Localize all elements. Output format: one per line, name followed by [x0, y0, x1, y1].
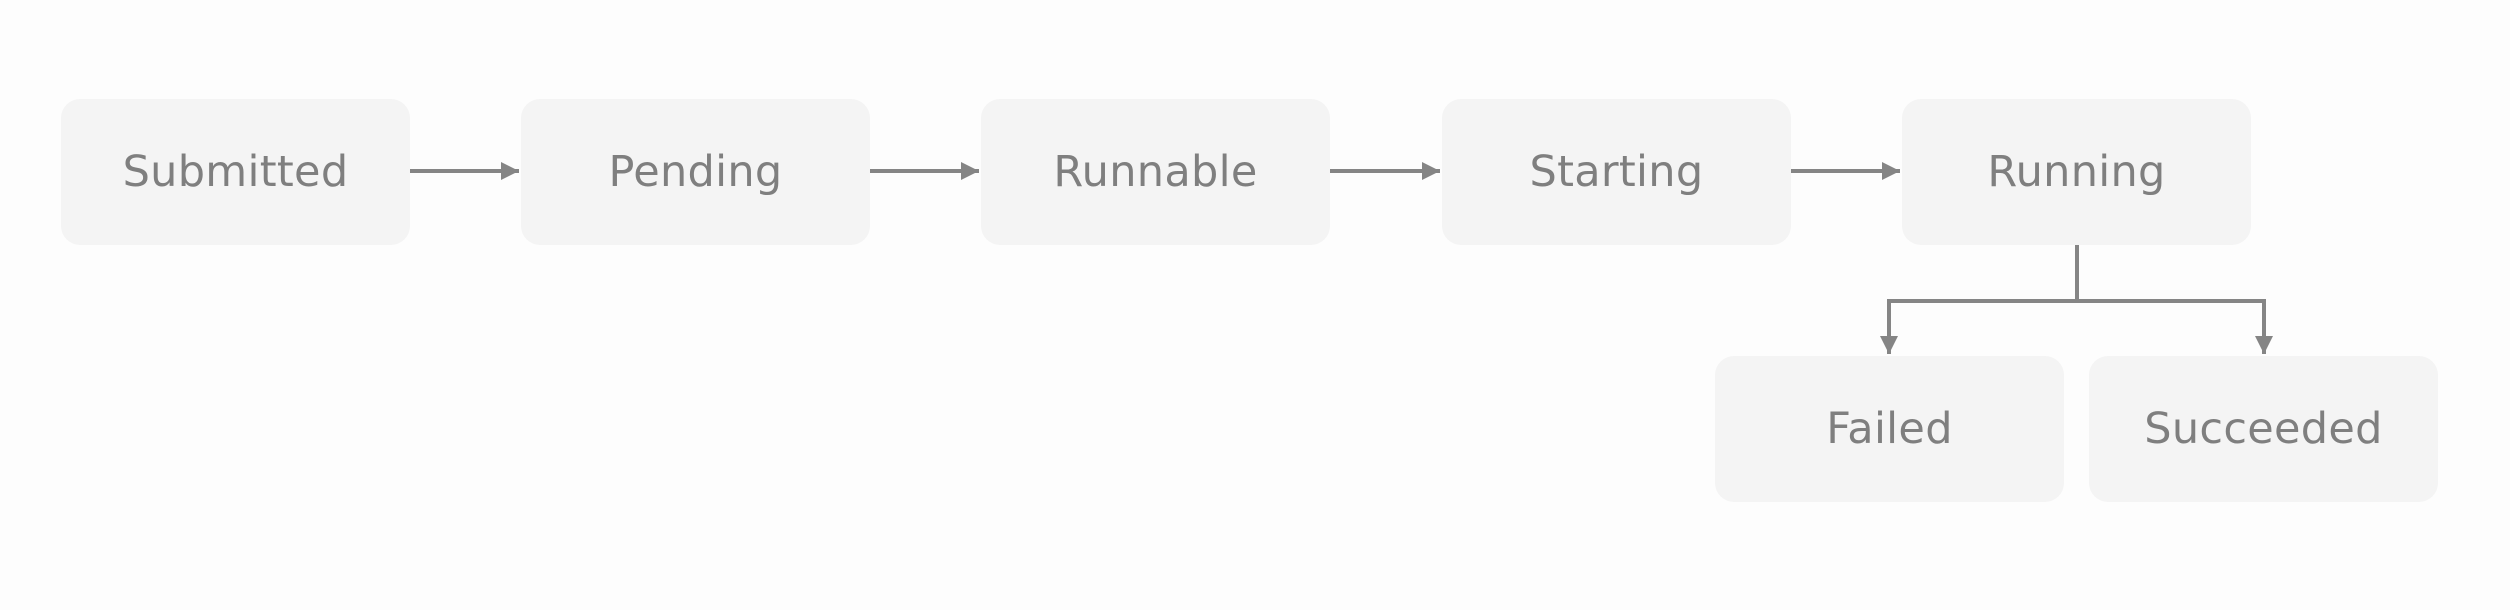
- state-running: Running: [1902, 99, 2251, 245]
- state-submitted: Submitted: [61, 99, 410, 245]
- state-runnable: Runnable: [981, 99, 1330, 245]
- state-submitted-label: Submitted: [122, 147, 349, 197]
- state-running-label: Running: [1987, 147, 2166, 197]
- state-succeeded: Succeeded: [2089, 356, 2438, 502]
- state-pending-label: Pending: [608, 147, 783, 197]
- state-runnable-label: Runnable: [1053, 147, 1258, 197]
- state-starting: Starting: [1442, 99, 1791, 245]
- state-starting-label: Starting: [1529, 147, 1704, 197]
- state-failed: Failed: [1715, 356, 2064, 502]
- state-failed-label: Failed: [1826, 404, 1953, 454]
- state-succeeded-label: Succeeded: [2144, 404, 2383, 454]
- state-pending: Pending: [521, 99, 870, 245]
